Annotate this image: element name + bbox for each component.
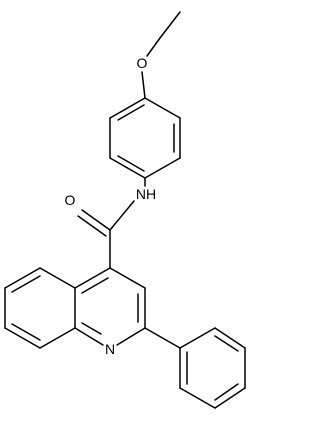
ring-quinoline-benzo bbox=[4, 267, 76, 349]
bond-carbonyl-double-2 bbox=[77, 215, 107, 237]
ring-phenylene bbox=[109, 97, 181, 179]
ring-phenyl bbox=[179, 327, 246, 409]
atom-label-ether-oxygen: O bbox=[137, 55, 148, 71]
ring-quinoline-pyridine bbox=[74, 267, 146, 346]
bond-quinoline-phenyl bbox=[144, 327, 181, 349]
bond-o-aryl bbox=[141, 71, 146, 99]
bond-ethyl-cc bbox=[159, 11, 181, 39]
bond-ethyl-co bbox=[146, 37, 161, 57]
bond-n-carbonyl bbox=[109, 200, 135, 231]
atom-label-ring-nitrogen: N bbox=[105, 341, 115, 357]
bond-carbonyl-double-1 bbox=[81, 209, 111, 231]
atom-label-carbonyl-oxygen: O bbox=[65, 192, 76, 208]
chemical-structure-diagram: O NH O N bbox=[4, 11, 246, 409]
atom-label-amide-nh: NH bbox=[136, 186, 156, 202]
